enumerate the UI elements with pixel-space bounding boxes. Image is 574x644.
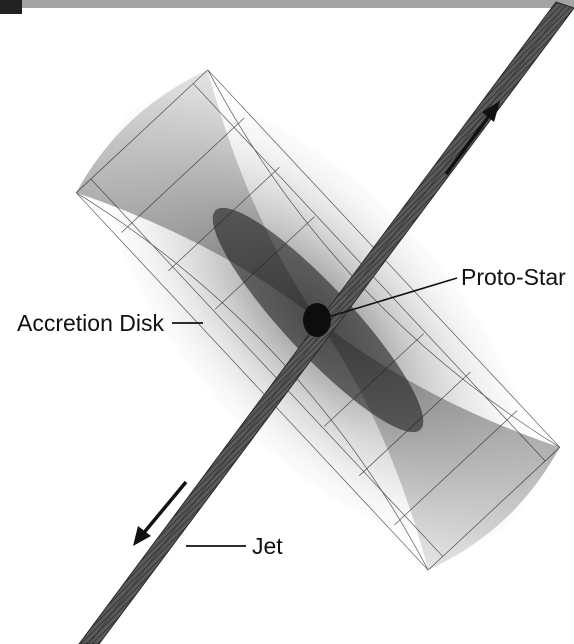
jet-flow-arrow-up — [446, 101, 500, 174]
header-fragment-mark — [0, 0, 22, 14]
header-fragment — [0, 0, 574, 8]
proto-star-label: Proto-Star — [461, 264, 566, 290]
jet-label: Jet — [252, 533, 283, 559]
proto-star — [303, 303, 331, 337]
accretion-disk-label: Accretion Disk — [17, 310, 164, 336]
